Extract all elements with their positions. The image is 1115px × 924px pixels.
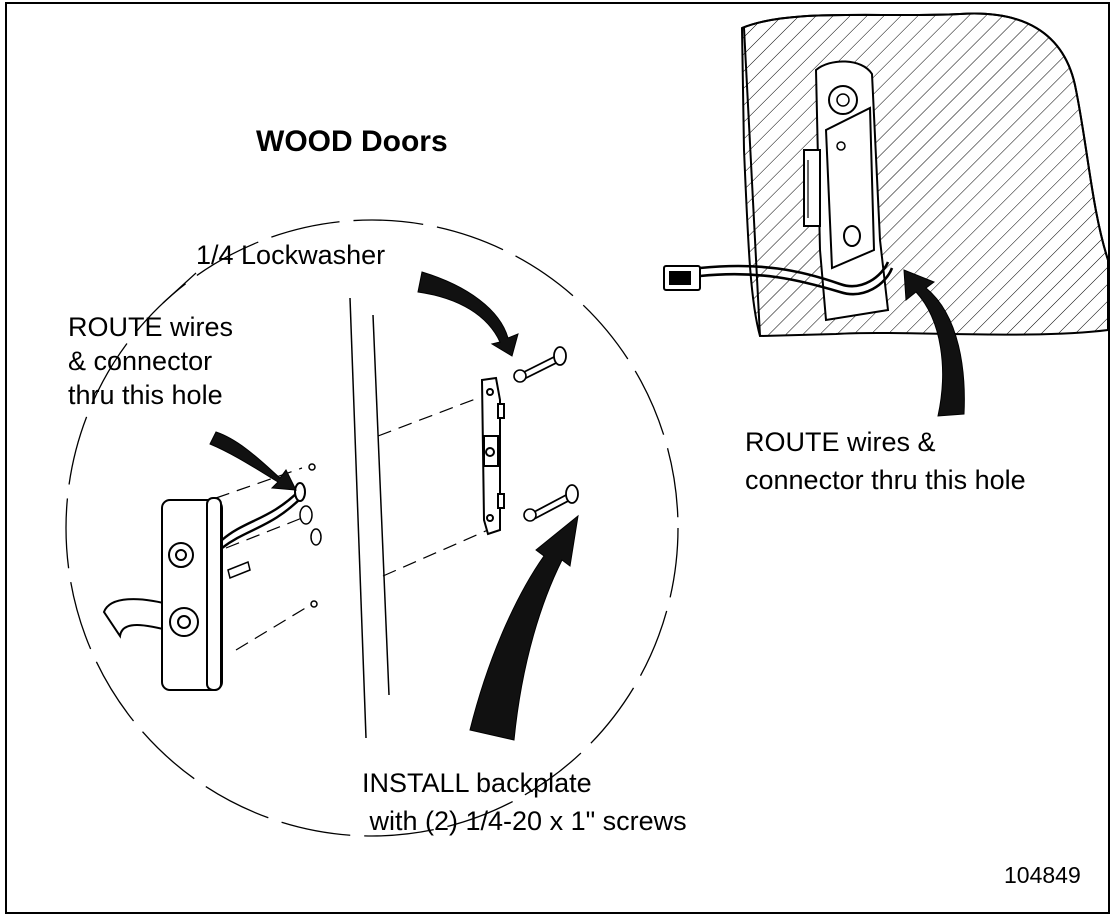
lever-handle-icon xyxy=(102,497,223,691)
figure-number: 104849 xyxy=(1004,862,1081,888)
lockwasher-icon xyxy=(513,369,537,522)
detail-circle xyxy=(65,219,679,837)
route-wires-label-left: ROUTE wires & connector thru this hole xyxy=(68,312,234,410)
backplate-icon xyxy=(480,376,505,536)
curved-arrow-icon xyxy=(209,271,579,741)
hinge-icon xyxy=(803,149,821,227)
diagram-title: WOOD Doors xyxy=(256,125,448,158)
door-edge xyxy=(349,297,390,739)
lockwasher-label: 1/4 Lockwasher xyxy=(196,240,386,270)
install-backplate-label: INSTALL backplate with (2) 1/4-20 x 1" s… xyxy=(362,768,687,836)
screw-icon xyxy=(522,346,579,520)
connector-icon xyxy=(294,482,306,502)
trim-wires xyxy=(221,489,305,549)
door-connector-icon xyxy=(663,265,701,291)
curved-arrow-icon xyxy=(903,269,965,417)
door-section xyxy=(740,12,1109,338)
small-parts xyxy=(227,463,322,608)
lockwasher-leader-line xyxy=(162,272,197,304)
door-wires xyxy=(699,261,894,296)
alignment-lines xyxy=(215,397,489,651)
route-wires-label-right: ROUTE wires & connector thru this hole xyxy=(745,427,1026,495)
